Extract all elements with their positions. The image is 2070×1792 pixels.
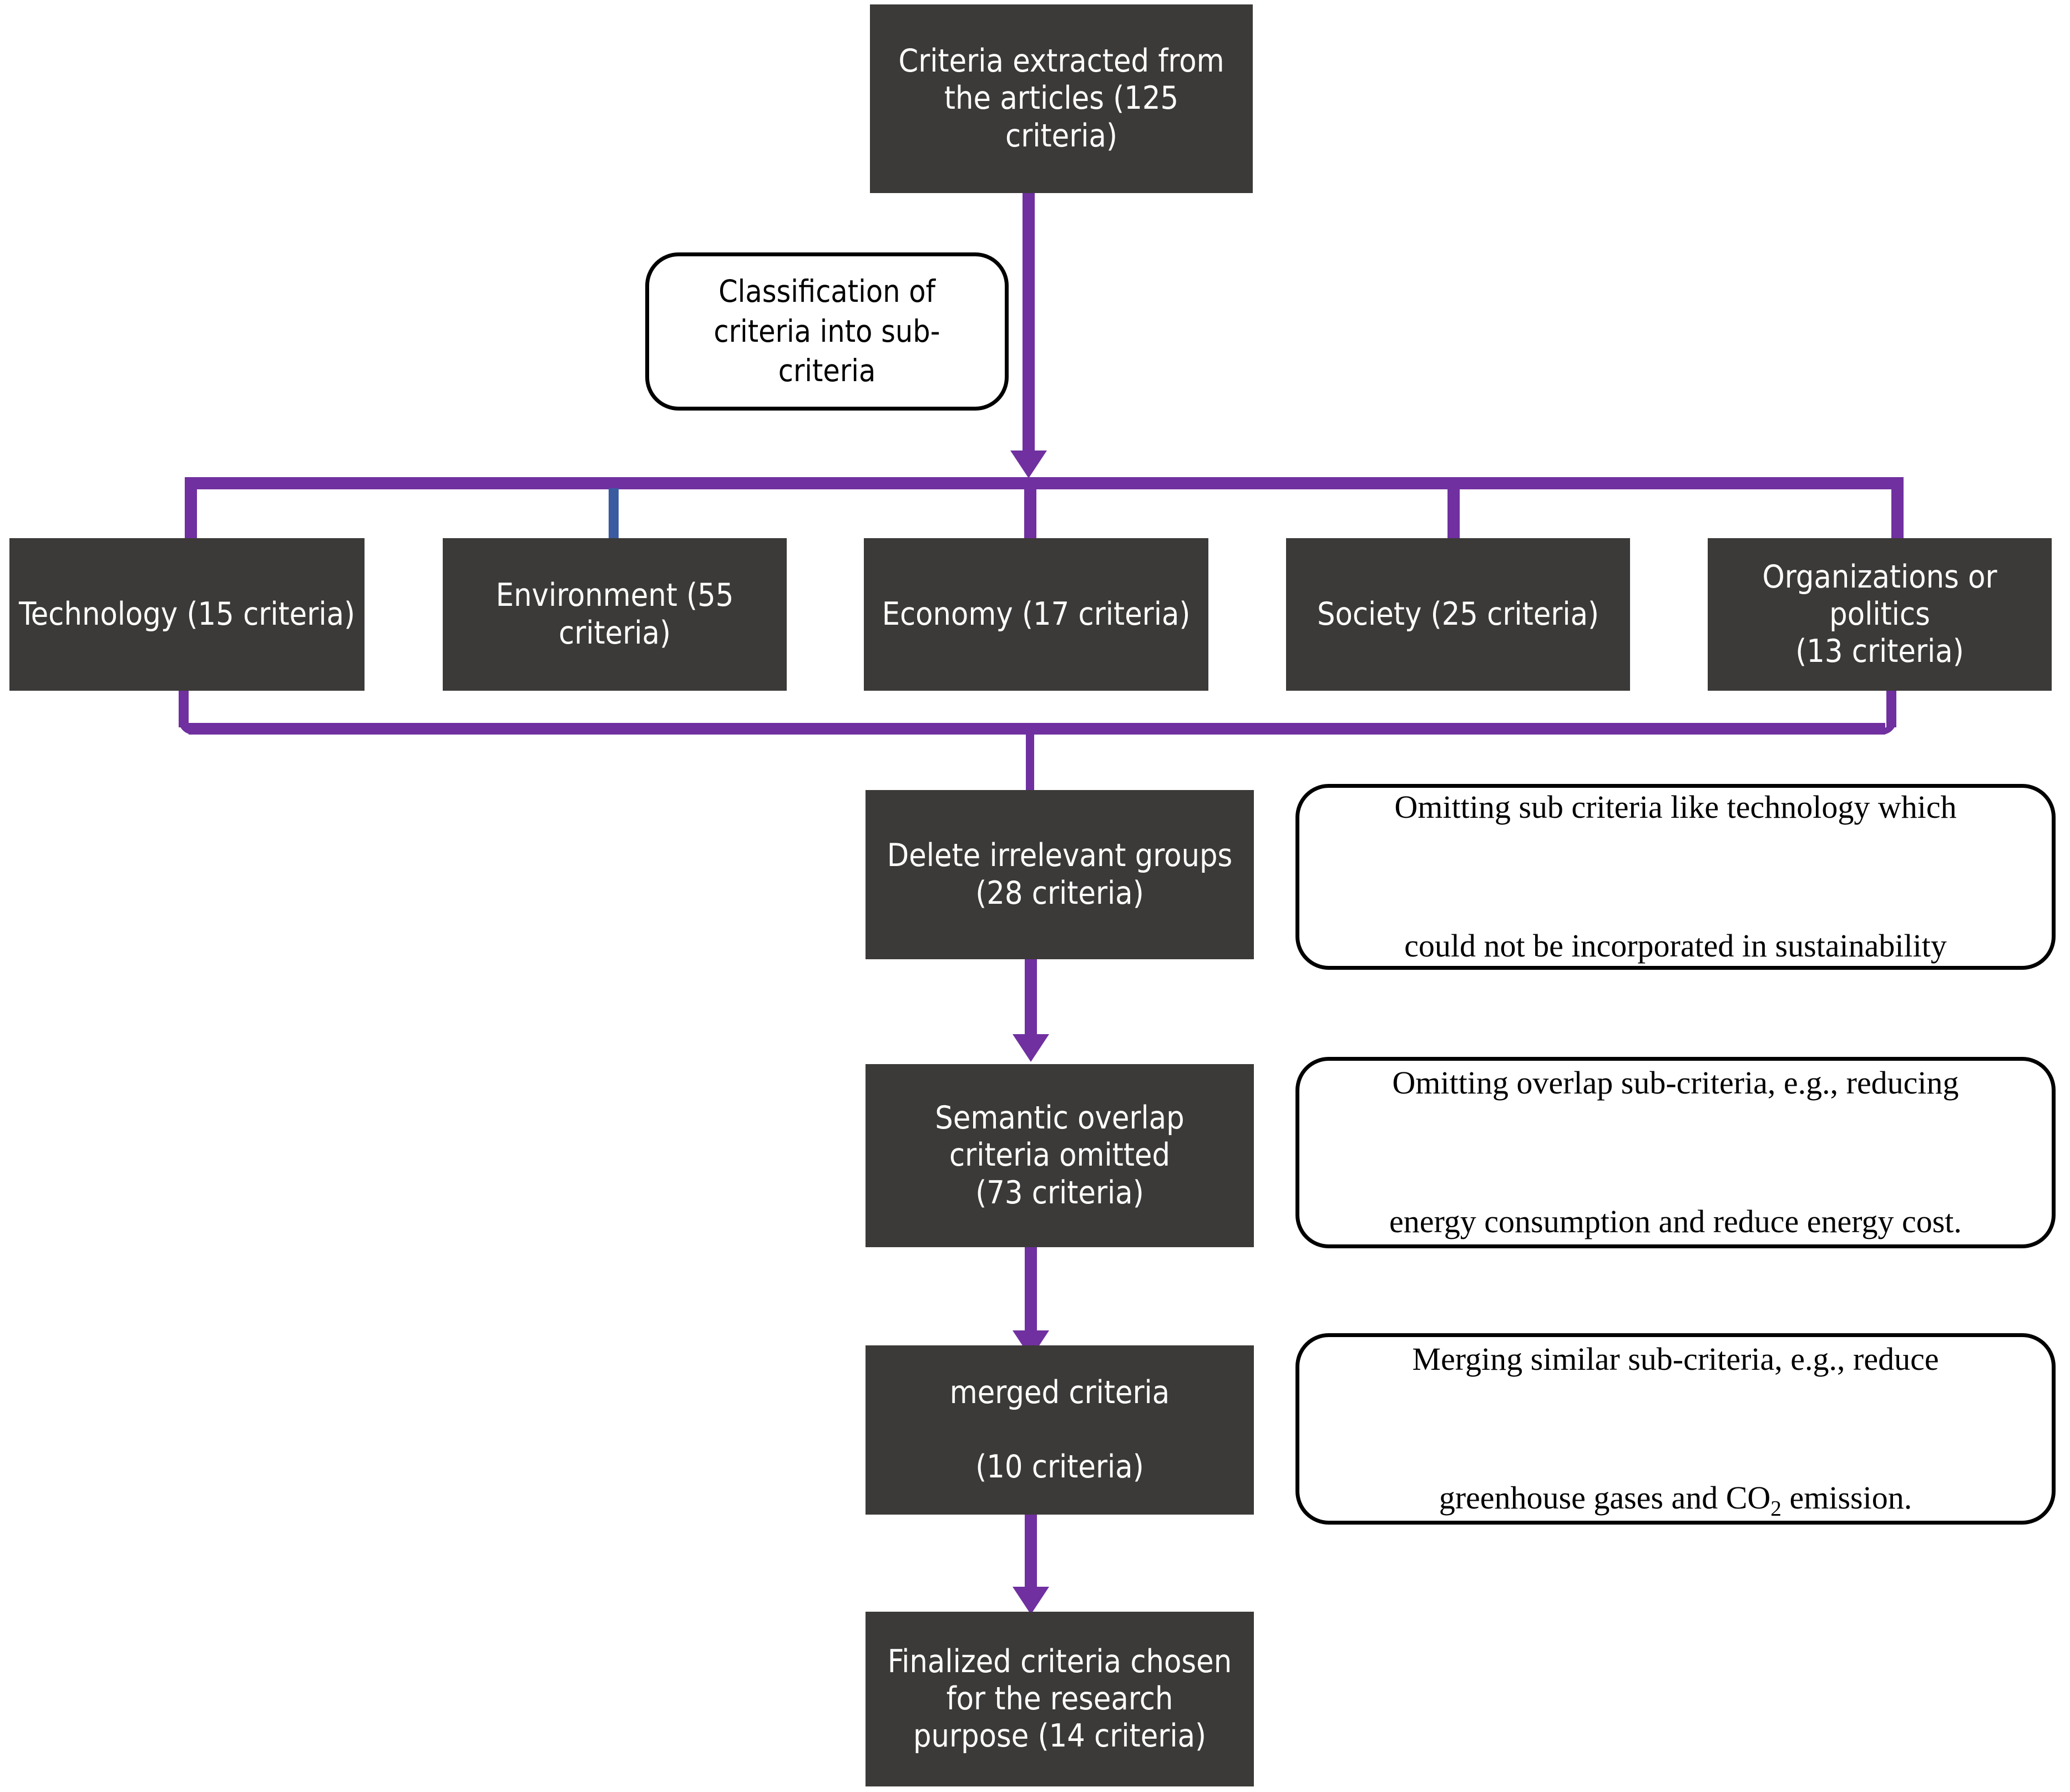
node-finalized-criteria: Finalized criteria chosen for the resear… [866, 1612, 1254, 1786]
connector-drop-organizations [1891, 488, 1904, 540]
callout-classification-label: Classification of criteria into sub- cri… [713, 274, 940, 389]
node-delete-irrelevant-label: Delete irrelevant groups (28 criteria) [887, 837, 1233, 912]
callout-classification: Classification of criteria into sub- cri… [645, 252, 1009, 411]
category-label-society: Society (25 criteria) [1317, 595, 1600, 632]
node-semantic-overlap-label: Semantic overlap criteria omitted (73 cr… [935, 1100, 1185, 1211]
callout-omit-technology-label: Omitting sub criteria like technology wh… [1394, 789, 1957, 964]
callout-omit-technology: Omitting sub criteria like technology wh… [1295, 784, 2056, 970]
node-finalized-criteria-label: Finalized criteria chosen for the resear… [887, 1643, 1232, 1755]
connector-source-stem [1023, 193, 1035, 456]
callout-omit-overlap: Omitting overlap sub-criteria, e.g., red… [1295, 1057, 2056, 1248]
node-merged-criteria: merged criteria (10 criteria) [866, 1345, 1254, 1515]
connector-drop-technology [185, 488, 197, 540]
arrowhead-merged-to-finalized [1013, 1587, 1049, 1614]
category-label-technology: Technology (15 criteria) [18, 595, 355, 632]
category-box-organizations: Organizations or politics (13 criteria) [1708, 538, 2052, 691]
connector-drop-society [1448, 488, 1460, 540]
callout-omit-overlap-label: Omitting overlap sub-criteria, e.g., red… [1389, 1065, 1962, 1239]
category-box-technology: Technology (15 criteria) [9, 538, 365, 691]
connector-drop-economy [1024, 488, 1036, 540]
callout-merge-similar: Merging similar sub-criteria, e.g., redu… [1295, 1333, 2056, 1525]
node-source-label: Criteria extracted from the articles (12… [898, 43, 1224, 154]
node-merged-criteria-label: merged criteria (10 criteria) [949, 1374, 1170, 1486]
category-box-economy: Economy (17 criteria) [864, 538, 1208, 691]
connector-merge-bar [189, 723, 1885, 735]
connector-distribution-bar [185, 477, 1904, 489]
connector-delete-to-semantic [1025, 959, 1037, 1034]
connector-semantic-to-merged [1025, 1247, 1037, 1330]
callout-merge-similar-label: Merging similar sub-criteria, e.g., redu… [1412, 1341, 1939, 1521]
category-box-environment: Environment (55 criteria) [443, 538, 787, 691]
category-label-environment: Environment (55 criteria) [495, 577, 734, 651]
category-box-society: Society (25 criteria) [1286, 538, 1630, 691]
node-delete-irrelevant: Delete irrelevant groups (28 criteria) [866, 790, 1254, 959]
connector-merge-down-stem [1026, 723, 1034, 791]
arrowhead-delete-to-semantic [1013, 1034, 1049, 1062]
connector-merged-to-finalized [1025, 1515, 1037, 1589]
connector-drop-environment [609, 488, 619, 540]
category-label-organizations: Organizations or politics (13 criteria) [1762, 558, 1997, 670]
node-source: Criteria extracted from the articles (12… [870, 4, 1253, 193]
category-label-economy: Economy (17 criteria) [882, 595, 1191, 632]
arrowhead-source-to-categories [1010, 450, 1047, 478]
co2-subscript: 2 [1770, 1496, 1782, 1521]
node-semantic-overlap: Semantic overlap criteria omitted (73 cr… [866, 1064, 1254, 1247]
